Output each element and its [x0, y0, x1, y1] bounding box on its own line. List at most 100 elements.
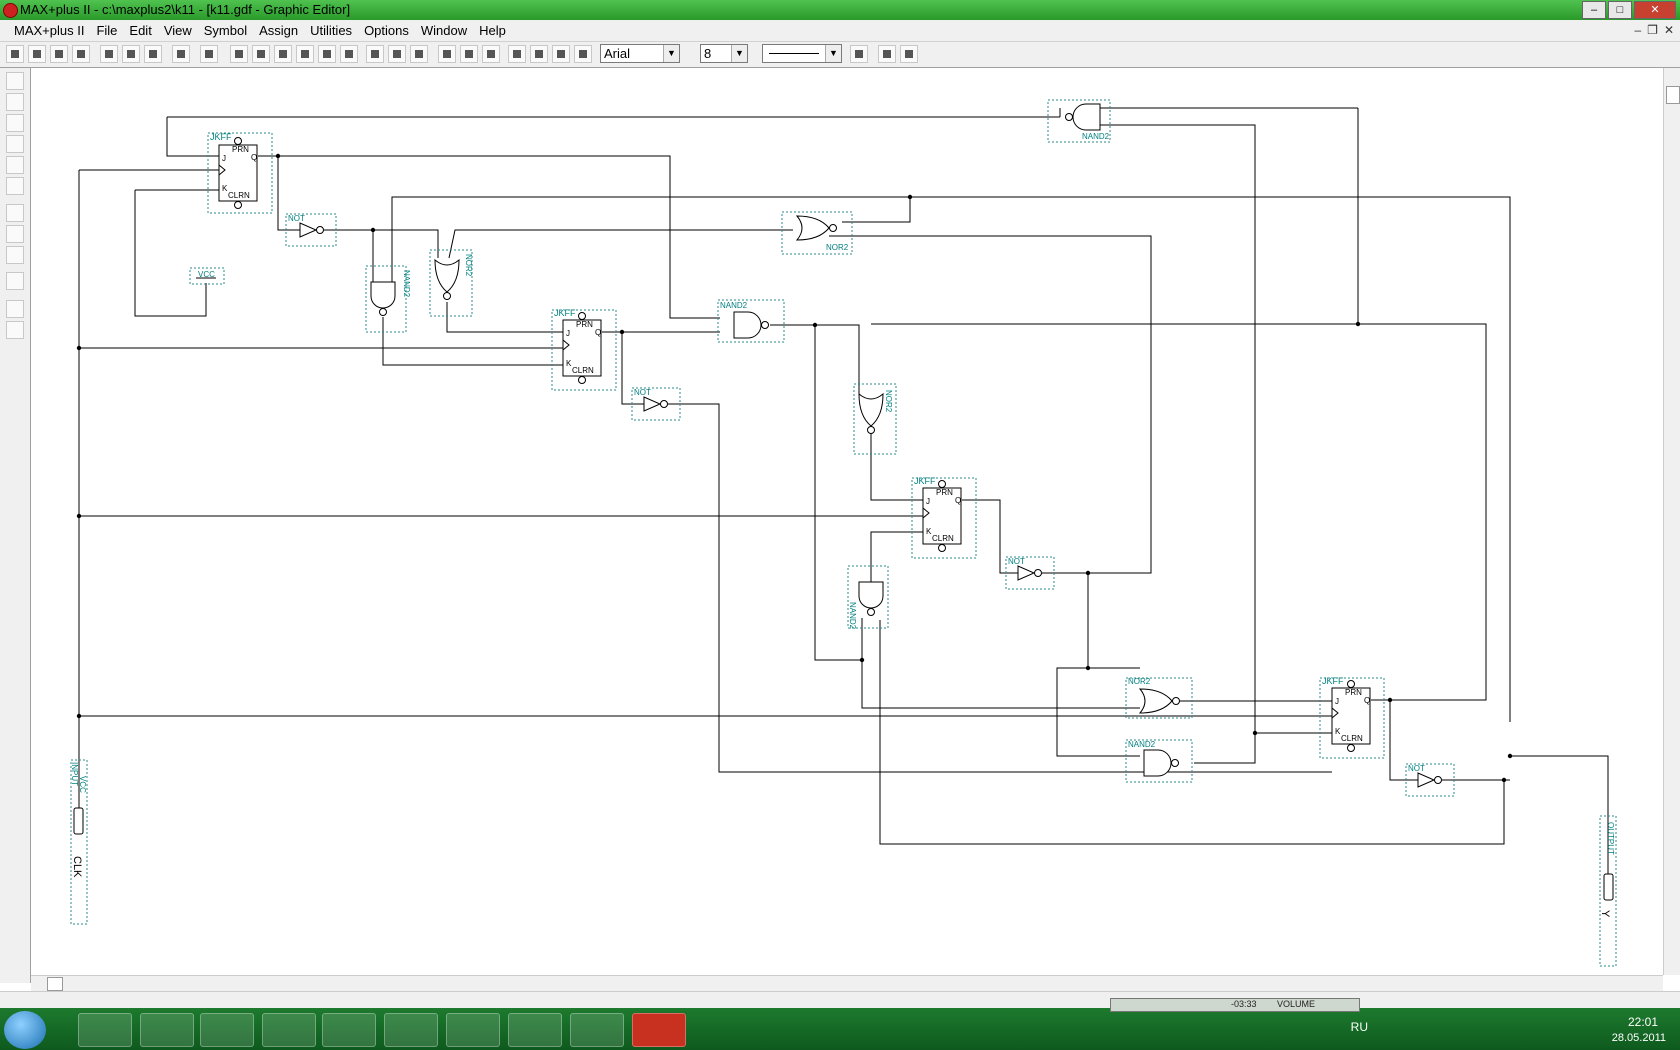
- symbol-icon[interactable]: [388, 45, 406, 63]
- taskbar-explorer-icon[interactable]: [140, 1013, 194, 1047]
- menu-view[interactable]: View: [163, 23, 192, 38]
- nand2-gate-23[interactable]: NAND2: [1125, 739, 1193, 783]
- menu-maxplus[interactable]: MAX+plus II: [14, 23, 85, 38]
- paste-icon[interactable]: [144, 45, 162, 63]
- doc-minimize-button[interactable]: –: [1634, 23, 1642, 37]
- circle-tool-icon[interactable]: [6, 177, 24, 195]
- rubberband-on-icon[interactable]: [6, 300, 24, 318]
- select-arrow-icon[interactable]: [6, 72, 24, 90]
- hierarchy-icon[interactable]: [410, 45, 428, 63]
- hierarchy-up-icon[interactable]: [252, 45, 270, 63]
- menu-file[interactable]: File: [96, 23, 118, 38]
- menu-window[interactable]: Window: [420, 23, 468, 38]
- taskbar-editor-icon[interactable]: [446, 1013, 500, 1047]
- vertical-scrollbar[interactable]: [1663, 68, 1680, 975]
- node-tool-icon[interactable]: [6, 272, 24, 290]
- app-icon[interactable]: [3, 3, 18, 18]
- project-save-check-icon[interactable]: [438, 45, 456, 63]
- horizontal-scroll-thumb[interactable]: [47, 977, 63, 991]
- jkff-2[interactable]: JKFF PRN J K Q CLRN: [551, 308, 617, 391]
- flip-horizontal-icon[interactable]: [878, 45, 896, 63]
- diagonal-line-icon[interactable]: [6, 135, 24, 153]
- menu-utilities[interactable]: Utilities: [310, 23, 353, 38]
- rubberband-off-icon[interactable]: [6, 321, 24, 339]
- font-select[interactable]: Arial ▼: [600, 44, 680, 63]
- menu-symbol[interactable]: Symbol: [203, 23, 248, 38]
- eye-bus-icon[interactable]: [552, 45, 570, 63]
- nand2-gate-21[interactable]: NAND2: [847, 565, 889, 630]
- line-style-select[interactable]: ▼: [762, 44, 842, 63]
- not-gate-8[interactable]: NOT: [1005, 556, 1055, 590]
- output-pin-y[interactable]: OUTPUT Y: [1599, 815, 1617, 967]
- zoom-out-icon[interactable]: [6, 225, 24, 243]
- media-player-strip[interactable]: -03:33 VOLUME: [1110, 998, 1360, 1012]
- doc-close-button[interactable]: ✕: [1663, 23, 1674, 37]
- copy-icon[interactable]: [122, 45, 140, 63]
- compiler-icon[interactable]: [274, 45, 292, 63]
- rubberband-icon[interactable]: [850, 45, 868, 63]
- not-gate-9[interactable]: NOT: [1405, 763, 1455, 797]
- simulator-icon[interactable]: [296, 45, 314, 63]
- save-icon[interactable]: [50, 45, 68, 63]
- jkff-1[interactable]: JKFF PRN J K Q CLRN: [207, 132, 273, 214]
- programmer-icon[interactable]: [340, 45, 358, 63]
- eye-node-icon[interactable]: [530, 45, 548, 63]
- cut-icon[interactable]: [100, 45, 118, 63]
- jkff-4[interactable]: JKFF PRN J K Q CLRN: [1319, 676, 1385, 759]
- nor2-gate-20[interactable]: NOR2: [853, 383, 897, 455]
- floorplan-icon[interactable]: [366, 45, 384, 63]
- taskbar-photoshop-icon[interactable]: [200, 1013, 254, 1047]
- warning-icon[interactable]: [230, 45, 248, 63]
- taskbar-utorrent-icon[interactable]: [78, 1013, 132, 1047]
- clock-time[interactable]: 22:01: [1627, 1015, 1658, 1029]
- not-gate-6[interactable]: NOT: [285, 213, 337, 247]
- nand2-gate-19[interactable]: NAND2: [717, 299, 785, 343]
- undo-icon[interactable]: [172, 45, 190, 63]
- nand2-gate-15[interactable]: NAND2: [365, 265, 411, 333]
- close-button[interactable]: ✕: [1634, 1, 1676, 19]
- eye-pin-icon[interactable]: [574, 45, 592, 63]
- menu-assign[interactable]: Assign: [259, 23, 299, 38]
- language-indicator[interactable]: RU: [1350, 1020, 1368, 1034]
- clock-date[interactable]: 28.05.2011: [1611, 1032, 1666, 1044]
- font-size-select[interactable]: 8 ▼: [700, 44, 748, 63]
- maximize-button[interactable]: □: [1608, 1, 1632, 19]
- horizontal-scrollbar[interactable]: [31, 975, 1663, 992]
- taskbar-word-icon[interactable]: [384, 1013, 438, 1047]
- taskbar-firefox-icon[interactable]: [262, 1013, 316, 1047]
- taskbar-maxplus-icon[interactable]: [632, 1013, 686, 1047]
- schematic-canvas[interactable]: JKFF PRN J K Q CLRN JKFF PRN J K Q CLRN …: [31, 68, 1663, 975]
- menu-edit[interactable]: Edit: [129, 23, 152, 38]
- open-file-icon[interactable]: [28, 45, 46, 63]
- new-file-icon[interactable]: [6, 45, 24, 63]
- text-tool-icon[interactable]: [6, 93, 24, 111]
- taskbar-mail-agent-icon[interactable]: [322, 1013, 376, 1047]
- timing-icon[interactable]: [318, 45, 336, 63]
- zoom-in-icon[interactable]: [6, 204, 24, 222]
- eye-probe-icon[interactable]: [508, 45, 526, 63]
- minimize-button[interactable]: –: [1582, 1, 1606, 19]
- taskbar-download-icon[interactable]: [570, 1013, 624, 1047]
- taskbar-excel-icon[interactable]: [508, 1013, 562, 1047]
- nor2-gate-18[interactable]: NOR2: [429, 249, 473, 317]
- print-icon[interactable]: [72, 45, 90, 63]
- start-button[interactable]: [4, 1011, 46, 1049]
- vcc-symbol[interactable]: VCC: [189, 267, 225, 285]
- nor2-gate-17[interactable]: NOR2: [781, 211, 853, 255]
- nand2-gate-24[interactable]: NAND2: [1047, 99, 1111, 143]
- doc-restore-button[interactable]: ❐: [1647, 23, 1658, 37]
- orthogonal-line-icon[interactable]: [6, 114, 24, 132]
- menu-options[interactable]: Options: [364, 23, 409, 38]
- jkff-3[interactable]: JKFF PRN J K Q CLRN: [911, 476, 977, 559]
- input-pin-clk[interactable]: INPUT VCC CLK: [70, 759, 88, 925]
- arc-tool-icon[interactable]: [6, 156, 24, 174]
- help-pointer-icon[interactable]: [200, 45, 218, 63]
- rotate-icon[interactable]: [900, 45, 918, 63]
- fit-page-icon[interactable]: [6, 246, 24, 264]
- not-gate-7[interactable]: NOT: [631, 387, 681, 421]
- project-save-simulate-icon[interactable]: [482, 45, 500, 63]
- project-save-compile-icon[interactable]: [460, 45, 478, 63]
- vertical-scroll-thumb[interactable]: [1666, 86, 1680, 104]
- nor2-gate-22[interactable]: NOR2: [1125, 677, 1193, 719]
- menu-help[interactable]: Help: [479, 23, 506, 38]
